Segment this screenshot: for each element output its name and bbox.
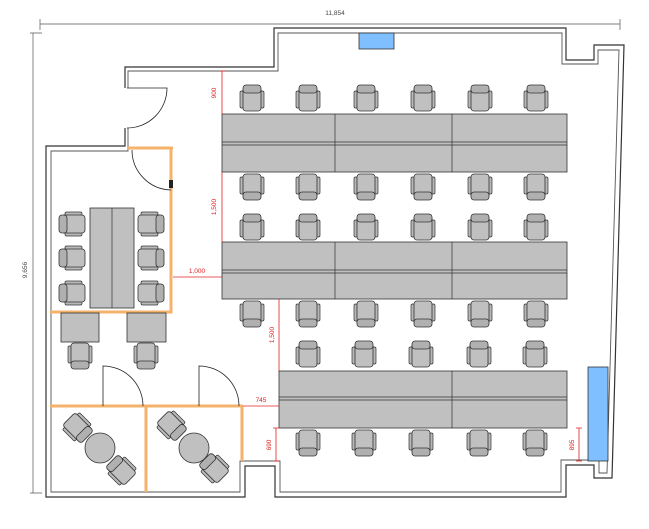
chair [522,429,548,457]
chair [295,84,321,112]
overall-width-dimension: 11,854 [39,10,621,30]
chair [295,173,321,201]
chair [137,280,165,306]
overall-height-dimension: 9,656 [22,32,42,494]
chair [353,173,379,201]
aisle-lower-label: 1,500 [269,326,276,343]
chair [351,429,377,457]
private-office-partitions [50,365,244,492]
desk-row-3 [278,370,568,429]
chair [353,84,379,112]
dimension-bottom-right: 895 [569,427,582,462]
chair [137,211,165,237]
meeting-table [89,207,135,309]
reception-desk-left [60,312,100,343]
dimension-office-gap: 745 [243,397,279,407]
window-top [358,32,395,50]
chair [523,173,549,201]
round-table-office-1 [84,432,116,464]
window-right [587,366,609,462]
top-clearance-label: 900 [211,87,218,98]
chair [410,84,436,112]
meeting-room-partitions [50,146,173,314]
reception-desk-right [126,312,167,343]
chair [295,429,321,457]
aisle-upper-label: 1,500 [211,198,218,215]
dimension-bottom-left: 690 [266,427,279,462]
chair [137,245,165,271]
chair [408,340,434,368]
chair [353,300,379,328]
chair [239,173,265,201]
chair [410,173,436,201]
chair [199,453,230,484]
desk-row-2 [221,241,568,300]
chair [467,173,493,201]
office-gap-label: 745 [256,397,267,404]
chair [351,340,377,368]
chair [106,455,137,486]
chair [467,213,493,241]
entrance-door[interactable] [126,87,168,129]
dimension-meeting-gap: 1,000 [173,268,222,278]
door-handle-icon [169,180,173,188]
chair [295,340,321,368]
desk-row-1 [221,113,568,173]
chair [239,84,265,112]
dimension-aisle-lower: 1,500 [269,299,280,371]
meeting-gap-label: 1,000 [189,268,206,275]
chair [523,213,549,241]
chair [58,245,86,271]
bottom-left-label: 690 [266,439,273,450]
chair [295,213,321,241]
chair [156,410,187,441]
chair [295,300,321,328]
round-table-office-2 [178,432,210,464]
chair [523,84,549,112]
chair [239,300,265,328]
chair [466,340,492,368]
chair [410,300,436,328]
chair [58,280,86,306]
chair [67,342,93,370]
chair [239,213,265,241]
chair [62,412,93,443]
chair [58,211,86,237]
chair [408,429,434,457]
chair [467,84,493,112]
chair [467,300,493,328]
dimension-top-clearance: 900 [211,70,225,114]
chair [133,342,159,370]
chairs [58,84,549,486]
chair [523,300,549,328]
bottom-right-label: 895 [569,439,576,450]
overall-height-label: 9,656 [22,261,29,278]
overall-width-label: 11,854 [325,10,345,17]
chair [410,213,436,241]
dimension-aisle-upper: 1,500 [211,172,223,242]
chair [353,213,379,241]
chair [466,429,492,457]
chair [522,340,548,368]
